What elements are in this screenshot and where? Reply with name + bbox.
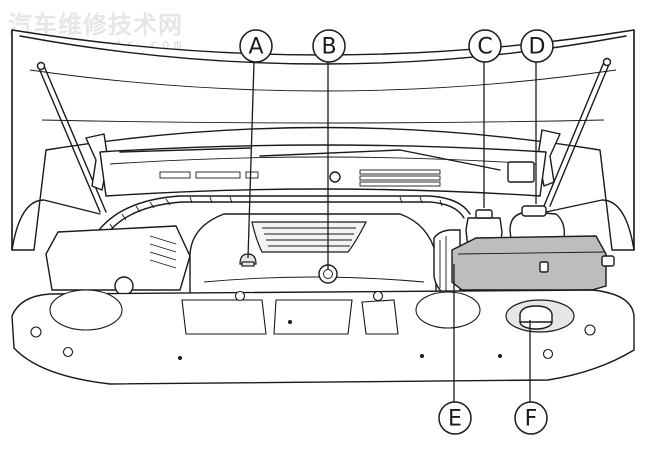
callout-b-letter: B	[321, 35, 336, 60]
air-cleaner-box	[45, 225, 191, 296]
battery-box	[433, 229, 615, 297]
hood	[11, 29, 635, 251]
callout-d-letter: D	[529, 35, 546, 60]
leader-a	[247, 61, 255, 259]
callout-b: B	[312, 29, 346, 63]
callout-d: D	[520, 29, 554, 63]
callout-c: C	[468, 29, 502, 63]
callout-a: A	[239, 29, 273, 63]
fenders	[11, 199, 635, 251]
callout-c-letter: C	[477, 35, 492, 60]
callout-a-letter: A	[248, 35, 263, 60]
callout-e-letter: E	[448, 407, 462, 432]
front-support-panel	[11, 289, 635, 385]
cowl-panel	[99, 144, 547, 197]
wiring-harness	[95, 195, 471, 239]
callout-e: E	[438, 401, 472, 435]
callout-leaders	[247, 61, 537, 402]
engine-cover	[189, 213, 437, 297]
callout-f: F	[514, 401, 548, 435]
callout-f-letter: F	[525, 407, 538, 432]
